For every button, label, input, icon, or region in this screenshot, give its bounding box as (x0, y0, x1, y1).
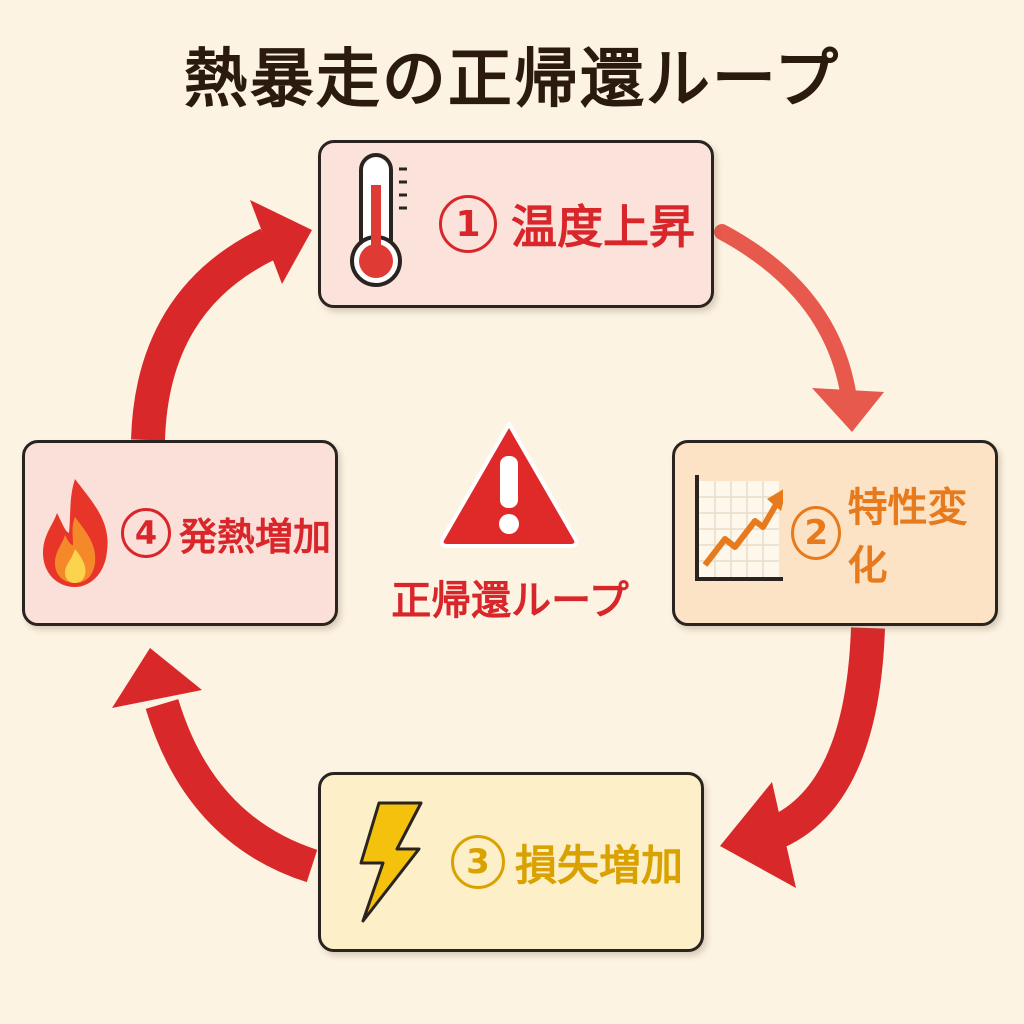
step-2-box: 2 特性変化 (672, 440, 998, 626)
flame-icon (43, 479, 108, 587)
step-3-box: 3 損失増加 (318, 772, 704, 952)
step-1-box: 1 温度上昇 (318, 140, 714, 308)
arrow-1-to-2 (714, 224, 884, 432)
step-4-number: 4 (121, 508, 171, 558)
step-3-number: 3 (451, 835, 505, 889)
warning-triangle-icon (439, 422, 579, 548)
page-title: 熱暴走の正帰還ループ (183, 43, 841, 117)
arrow-3-to-4 (112, 648, 318, 883)
rising-chart-icon (695, 475, 784, 581)
step-4-label: 発熱増加 (179, 514, 332, 559)
step-4-box: 4 発熱増加 (22, 440, 338, 626)
step-2-number: 2 (791, 506, 842, 560)
lightning-icon (359, 801, 423, 923)
thermometer-icon (350, 153, 407, 287)
arrow-2-to-3 (720, 627, 885, 888)
step-1-label: 温度上昇 (511, 200, 695, 254)
step-2-label: 特性変化 (847, 485, 968, 589)
step-3-label: 損失増加 (515, 840, 684, 890)
arrow-4-to-1 (131, 200, 312, 441)
step-1-number: 1 (439, 195, 497, 253)
center-label: 正帰還ループ (391, 578, 629, 624)
